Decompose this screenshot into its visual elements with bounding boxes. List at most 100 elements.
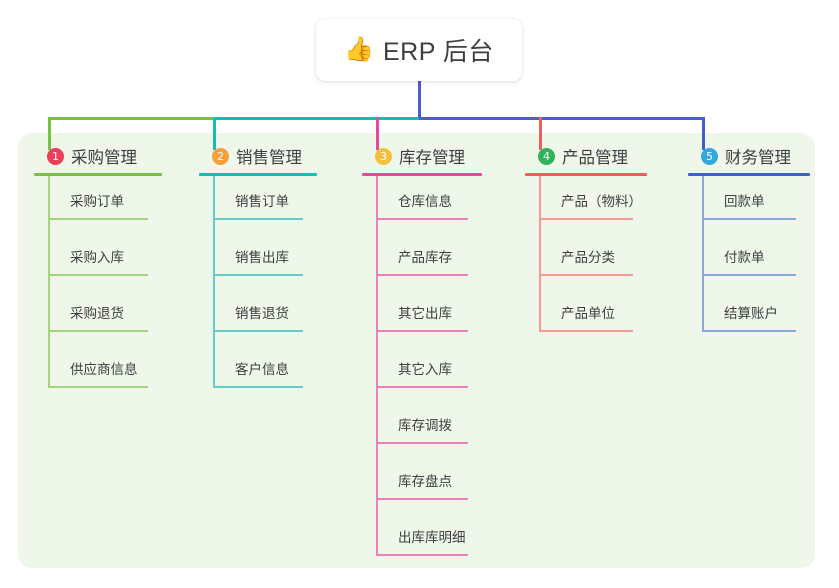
branch-item-rule: [213, 386, 303, 388]
branch-item-rule: [376, 274, 468, 276]
root-node-card[interactable]: 👍 ERP 后台: [316, 19, 522, 81]
branch-item-rule: [48, 386, 148, 388]
branch-item-label: 其它入库: [398, 362, 452, 377]
branch-header-5[interactable]: 5 财务管理: [688, 144, 810, 168]
connector-bus-segment-3: [419, 117, 705, 120]
branch-item-rule: [539, 218, 633, 220]
branch-item[interactable]: 销售订单: [199, 176, 317, 232]
branch-item-list: 销售订单销售出库销售退货客户信息: [199, 176, 317, 400]
branch-item-rule: [376, 554, 468, 556]
thumbs-up-icon: 👍: [344, 36, 374, 63]
branch-item-rule: [376, 442, 468, 444]
branch-item-label: 销售出库: [235, 250, 289, 265]
branch-item[interactable]: 销售出库: [199, 232, 317, 288]
branch-item[interactable]: 仓库信息: [362, 176, 482, 232]
branch-item-label: 库存调拨: [398, 418, 452, 433]
branch-number-badge: 5: [701, 147, 718, 165]
branch-header-rule: [362, 173, 482, 176]
branch-number-badge: 1: [47, 147, 64, 165]
branch-title: 产品管理: [562, 149, 628, 167]
branch-item-rule: [539, 330, 633, 332]
branch-item[interactable]: 采购订单: [34, 176, 162, 232]
branch-item-label: 付款单: [724, 250, 765, 265]
diagram-background-panel: [18, 133, 815, 568]
branch-trunk-line: [48, 176, 50, 388]
branch-item[interactable]: 销售退货: [199, 288, 317, 344]
branch-item[interactable]: 采购退货: [34, 288, 162, 344]
branch-item-rule: [213, 330, 303, 332]
branch-item[interactable]: 回款单: [688, 176, 810, 232]
branch-trunk-line: [539, 176, 541, 332]
drop-line-3: [376, 117, 379, 150]
branch-item[interactable]: 其它出库: [362, 288, 482, 344]
connector-bus-segment-1: [48, 117, 216, 120]
branch-header-rule: [525, 173, 647, 176]
branch-item-label: 采购订单: [70, 194, 124, 209]
branch-item-label: 客户信息: [235, 362, 289, 377]
branch-item-rule: [702, 218, 796, 220]
branch-item-rule: [376, 498, 468, 500]
branch-item-label: 库存盘点: [398, 474, 452, 489]
branch-header-1[interactable]: 1 采购管理: [34, 144, 162, 168]
branch-item-label: 仓库信息: [398, 194, 452, 209]
branch-item-label: 出库库明细: [398, 530, 466, 545]
branch-trunk-line: [702, 176, 704, 332]
branch-item[interactable]: 产品单位: [525, 288, 647, 344]
branch-item-rule: [376, 386, 468, 388]
branch-item-label: 采购入库: [70, 250, 124, 265]
branch-title: 财务管理: [725, 149, 791, 167]
branch-item[interactable]: 其它入库: [362, 344, 482, 400]
branch-item[interactable]: 客户信息: [199, 344, 317, 400]
branch-column-1: 1 采购管理采购订单采购入库采购退货供应商信息: [34, 144, 162, 400]
branch-item[interactable]: 供应商信息: [34, 344, 162, 400]
branch-column-5: 5 财务管理回款单付款单结算账户: [688, 144, 810, 344]
branch-item-list: 采购订单采购入库采购退货供应商信息: [34, 176, 162, 400]
branch-title: 采购管理: [71, 149, 137, 167]
branch-item-label: 其它出库: [398, 306, 452, 321]
branch-item-label: 销售退货: [235, 306, 289, 321]
branch-header-rule: [34, 173, 162, 176]
branch-item-label: 销售订单: [235, 194, 289, 209]
drop-line-5: [702, 117, 705, 150]
branch-item[interactable]: 结算账户: [688, 288, 810, 344]
branch-item[interactable]: 付款单: [688, 232, 810, 288]
branch-item[interactable]: 库存盘点: [362, 456, 482, 512]
root-stem-line: [418, 81, 421, 120]
branch-item[interactable]: 出库库明细: [362, 512, 482, 568]
branch-item[interactable]: 产品分类: [525, 232, 647, 288]
branch-trunk-line: [213, 176, 215, 388]
branch-item-rule: [213, 274, 303, 276]
branch-item-label: 供应商信息: [70, 362, 138, 377]
branch-trunk-line: [376, 176, 378, 556]
branch-item-list: 仓库信息产品库存其它出库其它入库库存调拨库存盘点出库库明细: [362, 176, 482, 568]
branch-item-list: 回款单付款单结算账户: [688, 176, 810, 344]
branch-item-rule: [539, 274, 633, 276]
branch-item-label: 产品单位: [561, 306, 615, 321]
branch-item-label: 回款单: [724, 194, 765, 209]
branch-item-rule: [48, 218, 148, 220]
branch-item[interactable]: 库存调拨: [362, 400, 482, 456]
branch-title: 库存管理: [399, 149, 465, 167]
drop-line-2: [213, 117, 216, 150]
branch-item-rule: [702, 330, 796, 332]
branch-item[interactable]: 采购入库: [34, 232, 162, 288]
branch-item[interactable]: 产品（物料）: [525, 176, 647, 232]
branch-item-list: 产品（物料） 产品分类产品单位: [525, 176, 647, 344]
branch-item-label: 产品（物料）: [561, 194, 642, 209]
branch-header-rule: [688, 173, 810, 176]
branch-item-label: 采购退货: [70, 306, 124, 321]
branch-item-rule: [48, 330, 148, 332]
drop-line-4: [539, 117, 542, 150]
branch-item-rule: [213, 218, 303, 220]
drop-line-1: [48, 117, 51, 150]
branch-item-rule: [376, 218, 468, 220]
branch-item[interactable]: 产品库存: [362, 232, 482, 288]
branch-item-rule: [48, 274, 148, 276]
branch-item-label: 产品库存: [398, 250, 452, 265]
